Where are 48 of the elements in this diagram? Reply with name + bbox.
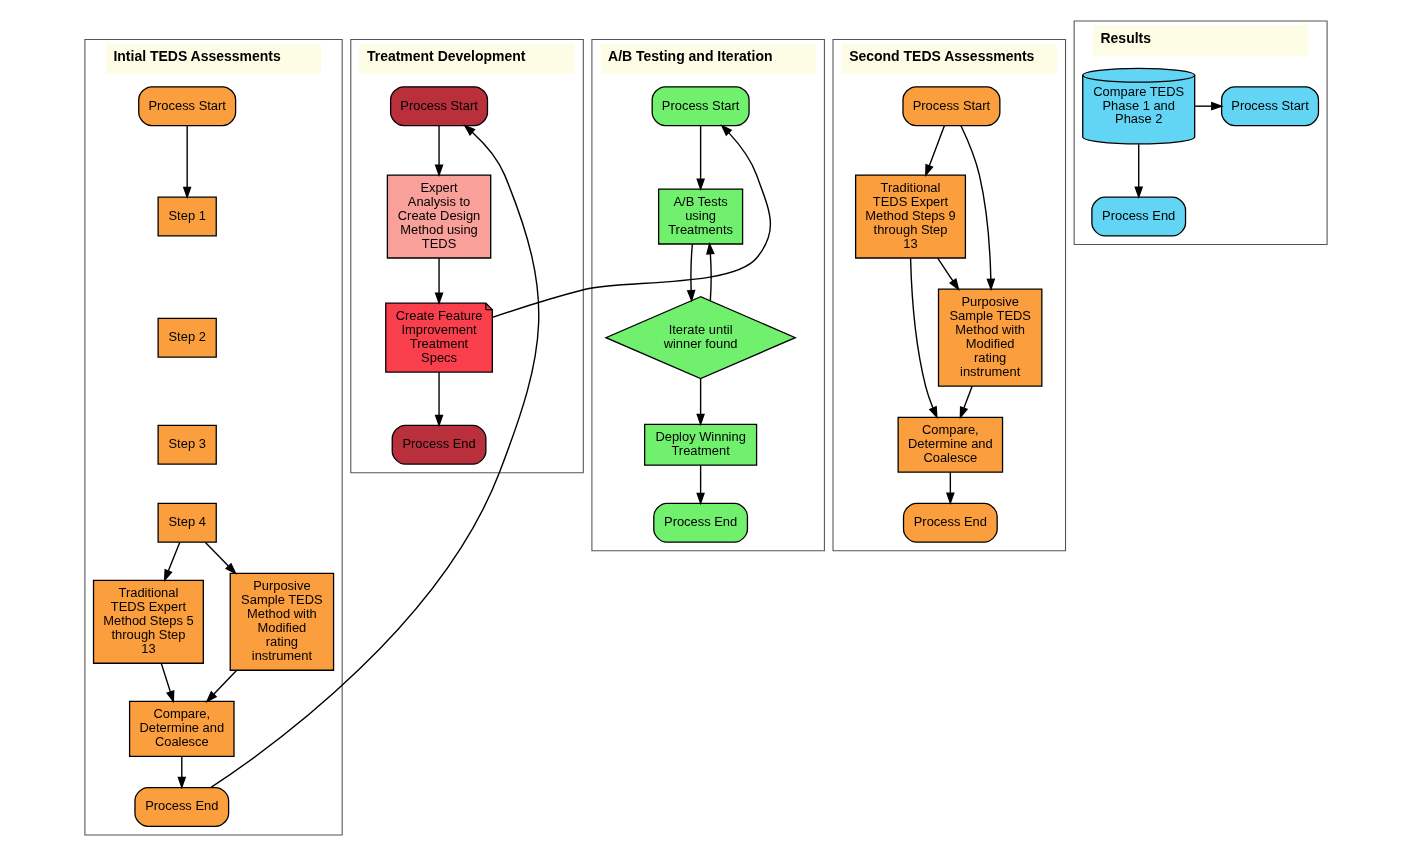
- arrow: [695, 124, 705, 191]
- arrow: [1133, 143, 1143, 200]
- node-box: A/B Tests using Treatments: [657, 188, 743, 245]
- node-box: Step 3: [156, 424, 217, 465]
- node-box: Purposive Sample TEDS Method with Modified rating instrument: [937, 288, 1042, 387]
- node-box: Process Start: [137, 86, 236, 127]
- arrow: [695, 378, 705, 427]
- node-box: Step 4: [156, 502, 217, 543]
- arrow: [909, 257, 938, 419]
- node-box: Process End: [902, 502, 998, 543]
- arrow: [924, 124, 945, 177]
- arrow: [434, 124, 443, 178]
- node-diamond: Iterate until winner found: [603, 296, 797, 380]
- node-box: Process Start: [1220, 86, 1319, 127]
- node-box: Compare, Determine and Coalesce: [128, 700, 235, 757]
- arrow: [204, 541, 237, 575]
- node-box: Process End: [391, 424, 487, 465]
- node-box: Deploy Winning Treatment: [643, 423, 757, 466]
- node-box: Process End: [652, 502, 748, 543]
- arrow: [434, 257, 443, 305]
- arrow: [945, 471, 955, 506]
- node-box: Expert Analysis to Create Design Method using TEDS: [386, 174, 491, 259]
- node-box: Process Start: [651, 86, 750, 127]
- arrow: [959, 125, 995, 292]
- node-box: Process End: [133, 786, 229, 827]
- arrow: [163, 541, 180, 583]
- node-box: Step 1: [156, 196, 217, 237]
- arrow: [936, 257, 960, 291]
- node-box: Traditional TEDS Expert Method Steps 9 through Step 13: [854, 174, 966, 259]
- arrow: [491, 124, 771, 319]
- arrow: [434, 371, 443, 428]
- arrow: [209, 124, 539, 789]
- arrow: [959, 385, 973, 420]
- arrow: [182, 124, 192, 200]
- node-box: Step 2: [156, 317, 217, 358]
- arrow: [1193, 101, 1224, 111]
- arrow: [176, 755, 186, 790]
- arrow: [205, 669, 237, 703]
- node-box: Traditional TEDS Expert Method Steps 5 through Step 13: [92, 579, 204, 664]
- node-box: Process End: [1090, 196, 1186, 237]
- arrow: [686, 243, 695, 303]
- node-box: Compare, Determine and Coalesce: [897, 416, 1003, 473]
- arrow: [705, 241, 715, 302]
- arrow: [160, 662, 174, 704]
- arrow: [695, 464, 705, 506]
- node-box: Purposive Sample TEDS Method with Modified rating instrument: [229, 572, 334, 671]
- node-box: Process Start: [389, 86, 488, 127]
- node-box: Process Start: [901, 86, 1000, 127]
